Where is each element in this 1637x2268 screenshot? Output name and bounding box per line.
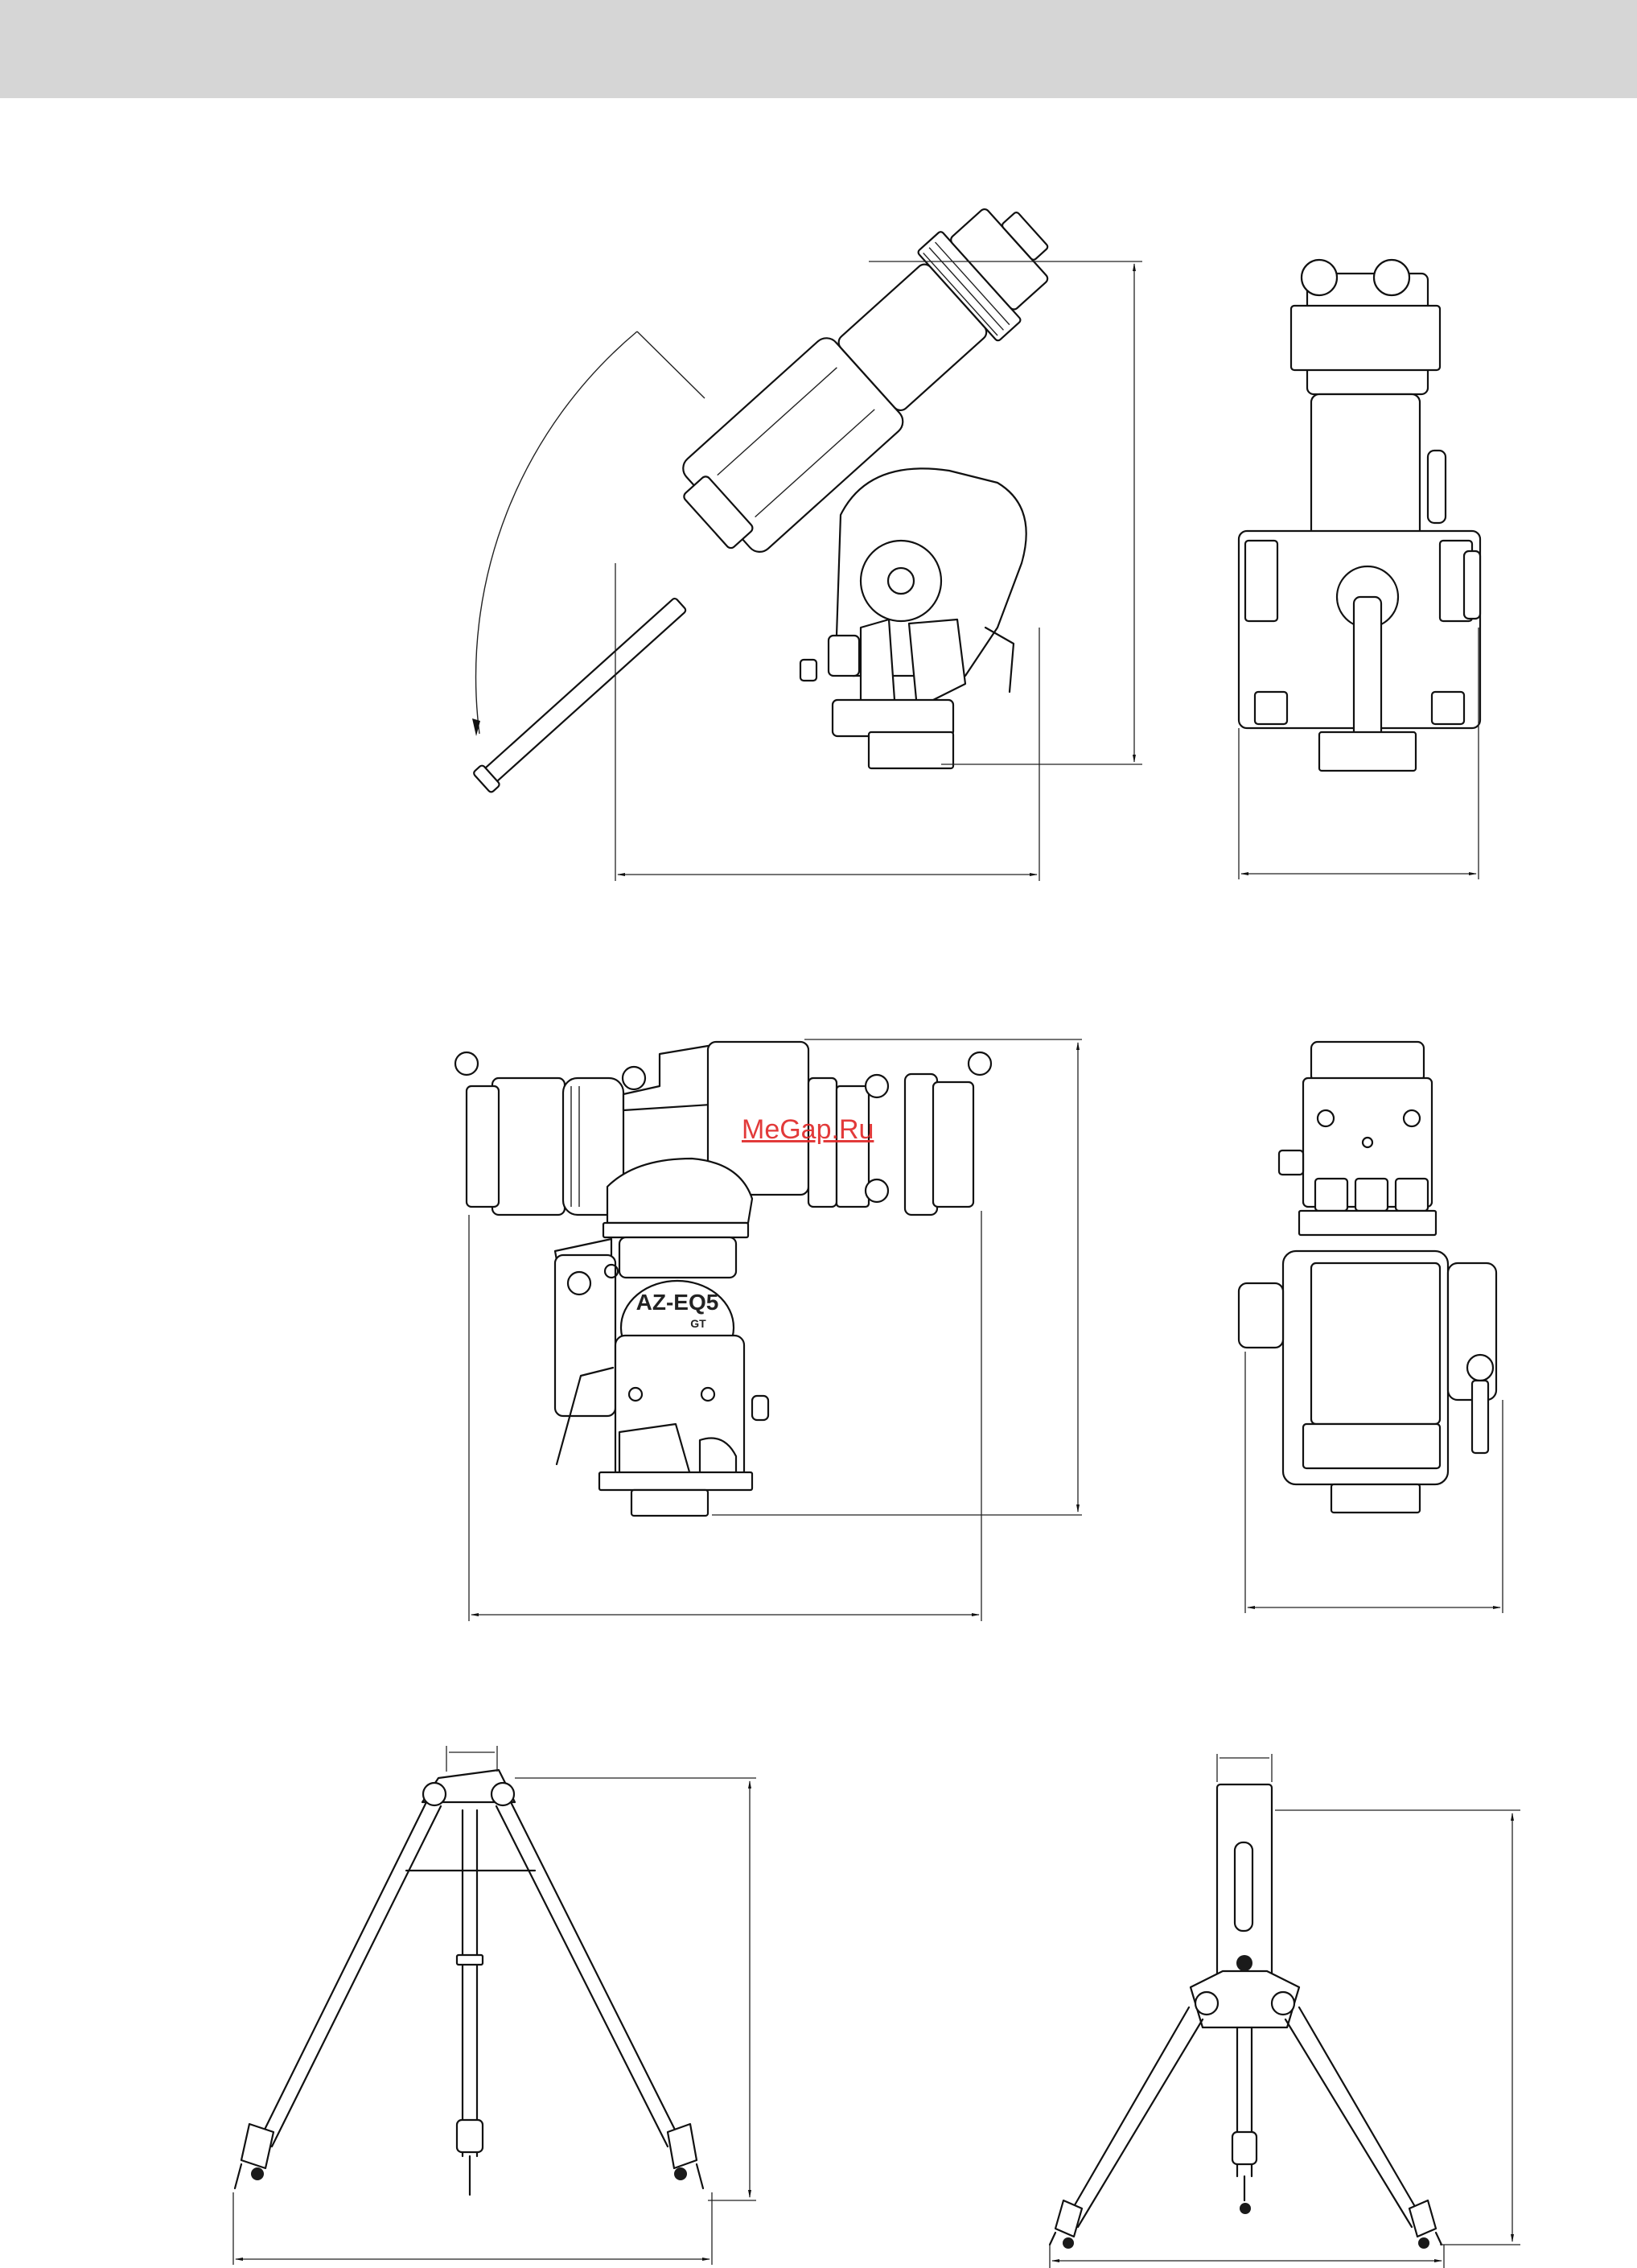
view-tripod-collapsed (1050, 1754, 1520, 2268)
view-az-front (1239, 1042, 1503, 1613)
mount-model-sublabel: GT (690, 1317, 706, 1330)
counterweight-shaft (473, 594, 690, 793)
mount-model-label: AZ-EQ5 (636, 1290, 719, 1315)
watermark-text: MeGap.Ru (742, 1114, 874, 1146)
view-tripod-extended (233, 1746, 756, 2265)
view-eq-front (1239, 260, 1480, 879)
view-eq-side (472, 184, 1142, 881)
